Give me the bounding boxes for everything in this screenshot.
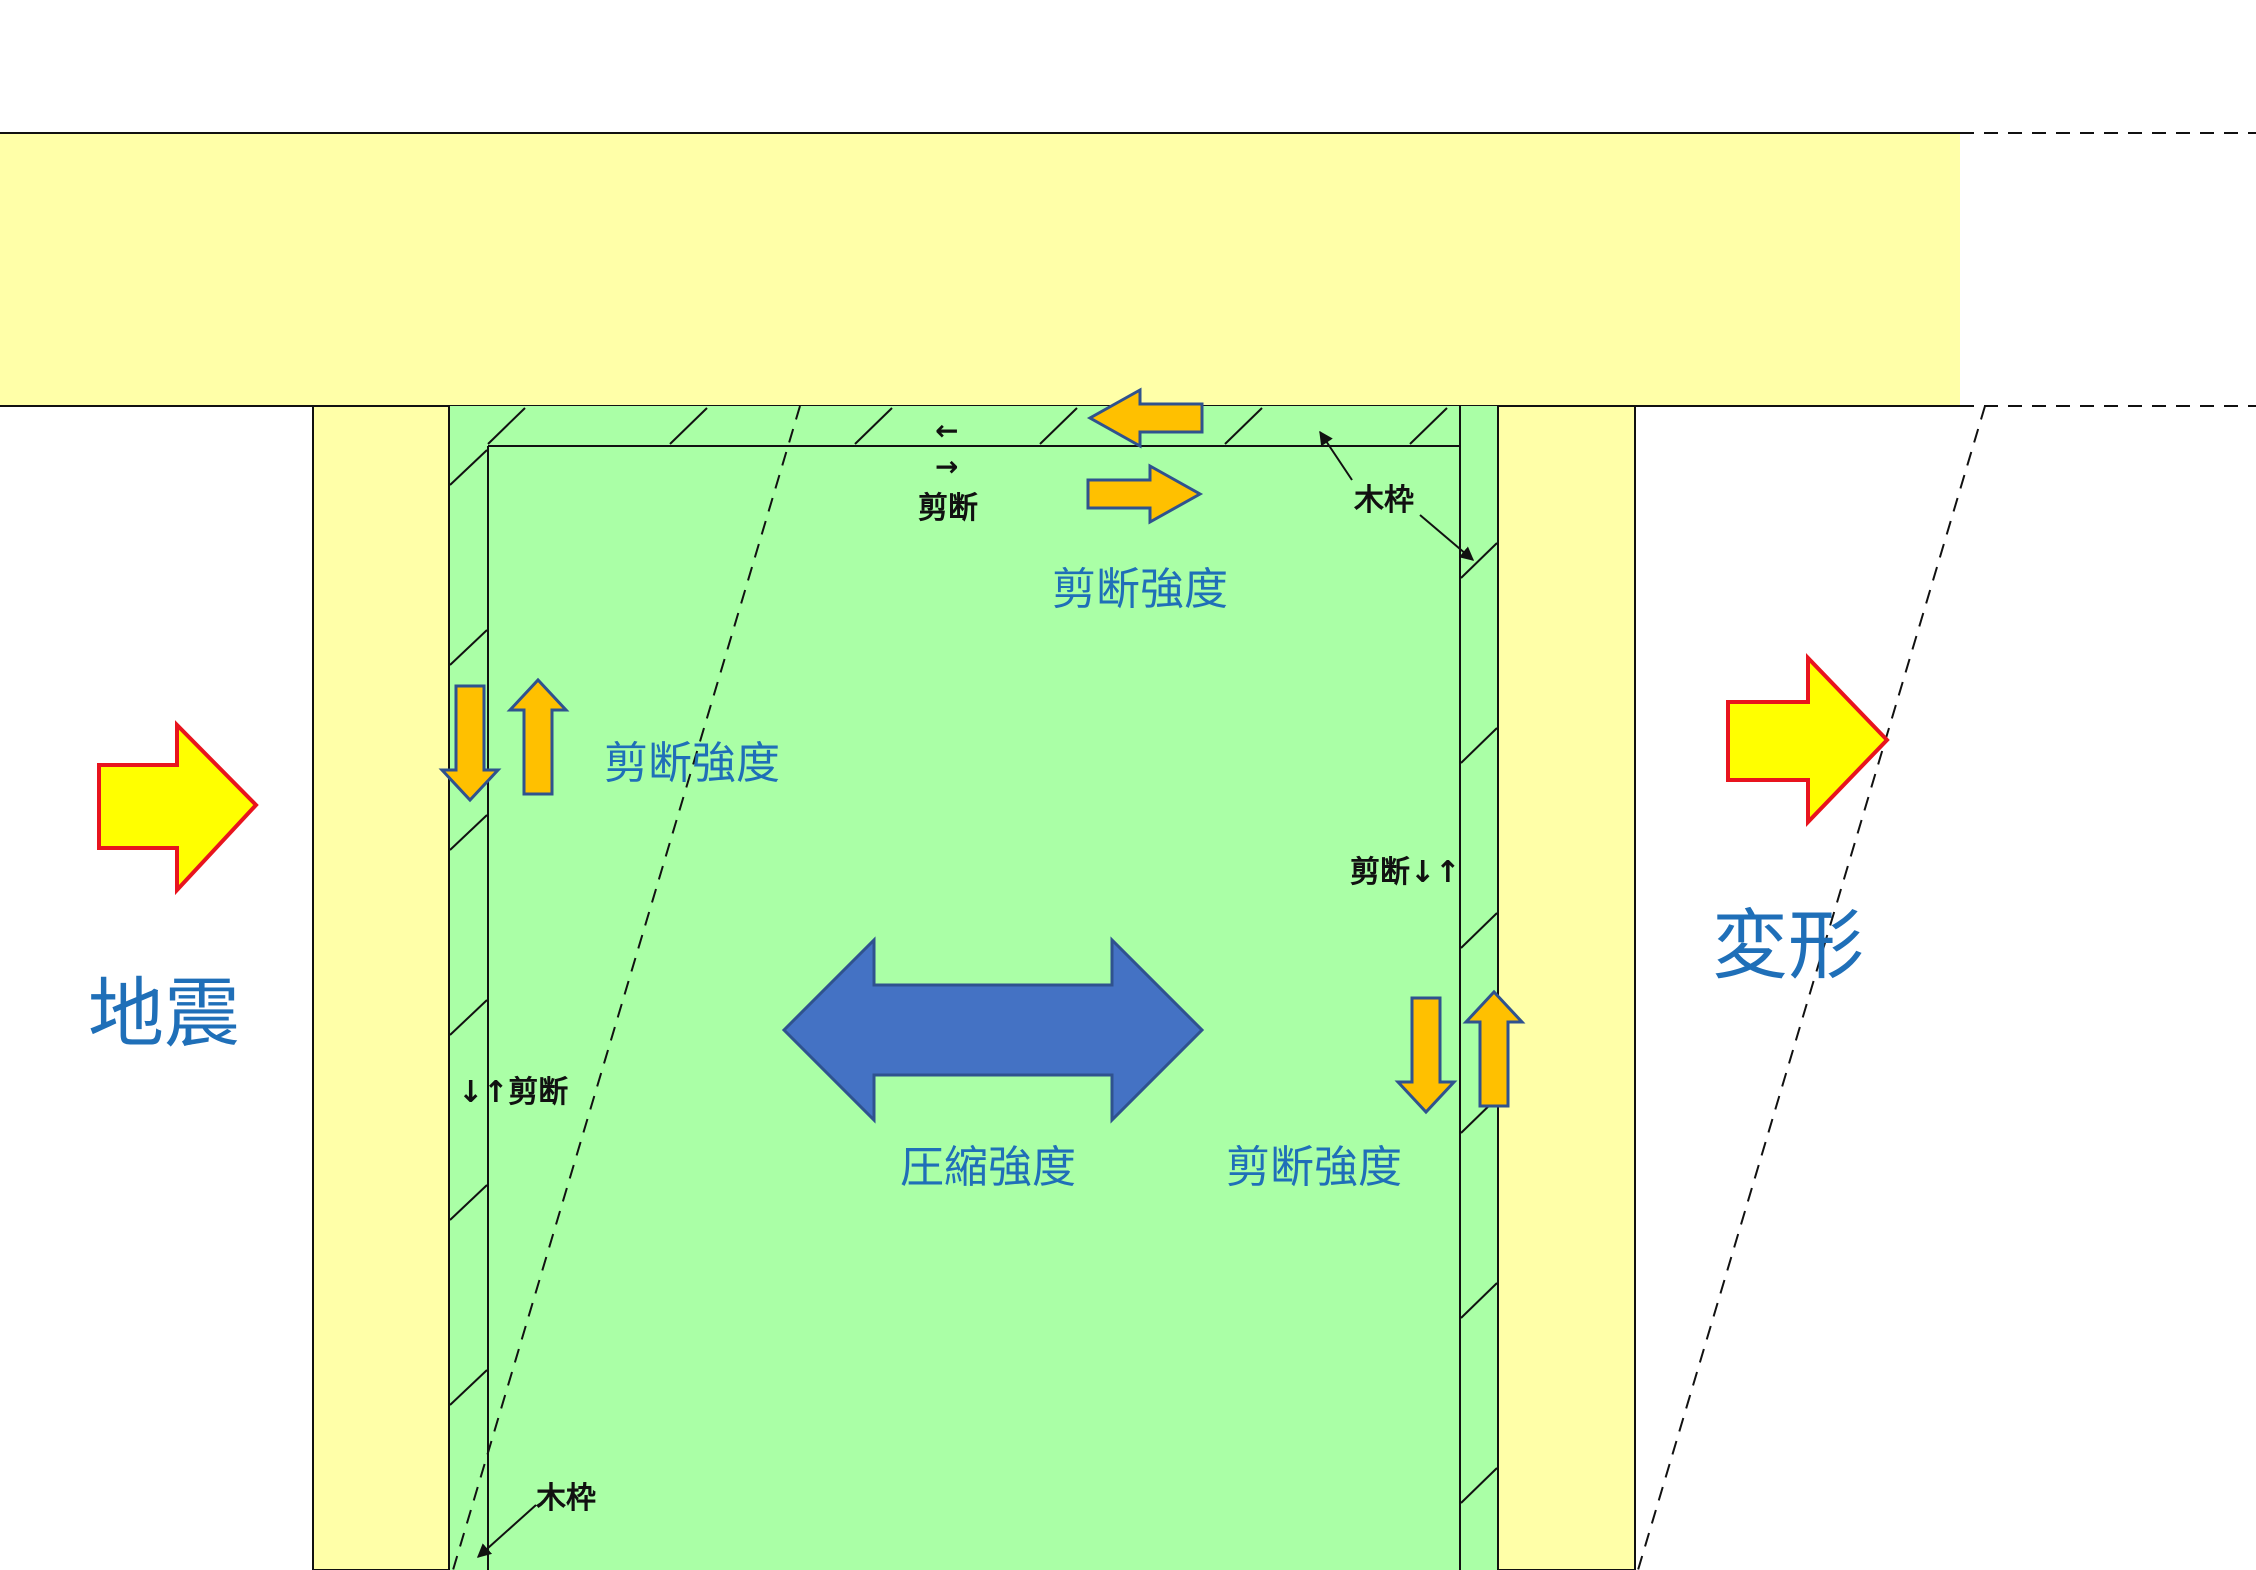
right-column [1497,405,1636,1570]
shear-top-right-arrow-icon [1086,463,1204,525]
shear-right-up-arrow-icon [1462,989,1526,1108]
wood-frame-bottom-leader [476,1504,537,1558]
earthquake-arrow-icon [97,720,259,896]
compressive-strength-label: 圧縮強度 [900,1142,1076,1193]
shear-strength-right-label: 剪断強度 [1226,1142,1402,1193]
deformation-arrow-icon [1726,653,1890,827]
wood-frame-top-label: 木枠 [1353,483,1414,518]
shear-strength-left-label: 剪断強度 [604,738,780,789]
shear-left-up-arrow-icon [506,677,570,796]
shear-right-down-arrow-icon [1394,996,1458,1115]
deformation-dashed-right [1637,405,1986,1570]
top-frame-hatching [487,407,1448,445]
earthquake-label: 地震 [88,969,240,1058]
wood-frame-top-leader-2 [1419,514,1475,561]
left-frame-hatching [449,449,488,1406]
shear-right-label: 剪断↓↑ [1350,855,1460,890]
wood-frame-bottom-label: 木枠 [535,1481,596,1516]
shear-top-left-mark: ← [935,414,958,447]
compression-double-arrow-icon [781,936,1205,1124]
left-column [312,405,450,1570]
wood-frame-top-leader [1319,430,1353,481]
right-frame-hatching [1460,542,1498,1504]
shear-left-label: ↓↑剪断 [458,1075,568,1110]
shear-top-left-arrow-icon [1086,387,1204,449]
shear-left-down-arrow-icon [438,684,502,803]
shear-top-text-label: 剪断 [918,491,978,526]
shear-strength-top-label: 剪断強度 [1052,564,1228,615]
beam [0,133,1960,406]
deformation-label: 変形 [1712,901,1864,990]
deformation-dashed-left [452,405,801,1570]
shear-top-arrows-label: ← → [935,414,968,483]
shear-top-right-mark: → [935,450,958,483]
